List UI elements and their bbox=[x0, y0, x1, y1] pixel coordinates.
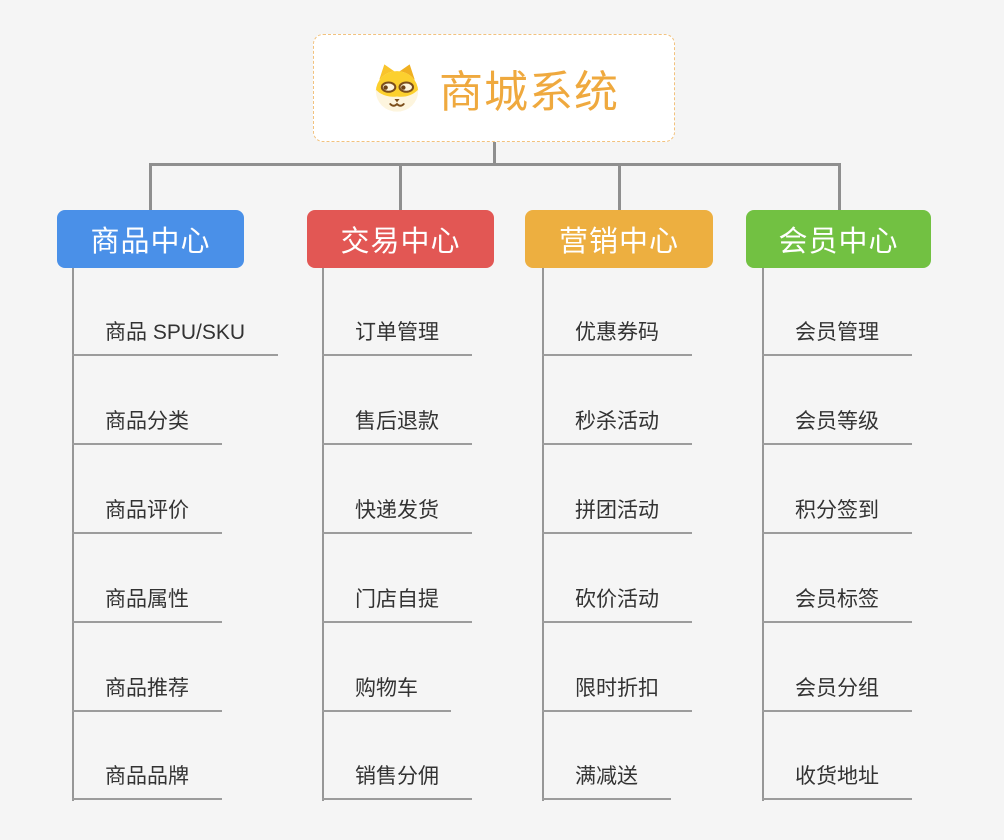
leaf-node[interactable]: 会员等级 bbox=[762, 409, 912, 445]
leaf-node[interactable]: 销售分佣 bbox=[322, 764, 472, 800]
leaf-node[interactable]: 售后退款 bbox=[322, 409, 472, 445]
leaf-node[interactable]: 拼团活动 bbox=[542, 498, 692, 534]
leaf-node[interactable]: 商品推荐 bbox=[72, 676, 222, 712]
leaf-node[interactable]: 商品评价 bbox=[72, 498, 222, 534]
leaf-node[interactable]: 会员管理 bbox=[762, 320, 912, 356]
leaf-node[interactable]: 砍价活动 bbox=[542, 587, 692, 623]
dog-face-icon bbox=[369, 61, 425, 115]
branch-child-line-1 bbox=[72, 268, 74, 801]
branch-child-line-3 bbox=[542, 268, 544, 801]
leaf-node[interactable]: 门店自提 bbox=[322, 587, 472, 623]
connector-drop-4 bbox=[838, 163, 841, 210]
leaf-node[interactable]: 收货地址 bbox=[762, 764, 912, 800]
connector-root-stem bbox=[493, 142, 496, 166]
leaf-node[interactable]: 满减送 bbox=[542, 764, 671, 800]
leaf-node[interactable]: 订单管理 bbox=[322, 320, 472, 356]
leaf-node[interactable]: 优惠券码 bbox=[542, 320, 692, 356]
leaf-node[interactable]: 快递发货 bbox=[322, 498, 472, 534]
leaf-node[interactable]: 限时折扣 bbox=[542, 676, 692, 712]
leaf-node[interactable]: 会员标签 bbox=[762, 587, 912, 623]
branch-node-trade-center[interactable]: 交易中心 bbox=[307, 210, 494, 268]
branch-node-marketing-center[interactable]: 营销中心 bbox=[525, 210, 713, 268]
branch-node-member-center[interactable]: 会员中心 bbox=[746, 210, 931, 268]
leaf-node[interactable]: 商品 SPU/SKU bbox=[72, 320, 279, 356]
leaf-node[interactable]: 积分签到 bbox=[762, 498, 912, 534]
leaf-node[interactable]: 秒杀活动 bbox=[542, 409, 692, 445]
leaf-node[interactable]: 商品分类 bbox=[72, 409, 222, 445]
leaf-node[interactable]: 商品属性 bbox=[72, 587, 222, 623]
root-node-mall-system[interactable]: 商城系统 bbox=[313, 34, 675, 142]
connector-horizontal-bar bbox=[149, 163, 841, 166]
connector-drop-1 bbox=[149, 163, 152, 210]
leaf-node[interactable]: 会员分组 bbox=[762, 676, 912, 712]
branch-child-line-2 bbox=[322, 268, 324, 801]
connector-drop-3 bbox=[618, 163, 621, 210]
root-title: 商城系统 bbox=[439, 68, 619, 117]
leaf-node[interactable]: 商品品牌 bbox=[72, 764, 222, 800]
connector-drop-2 bbox=[399, 163, 402, 210]
branch-child-line-4 bbox=[762, 268, 764, 801]
branch-node-product-center[interactable]: 商品中心 bbox=[57, 210, 244, 268]
leaf-node[interactable]: 购物车 bbox=[322, 676, 451, 712]
